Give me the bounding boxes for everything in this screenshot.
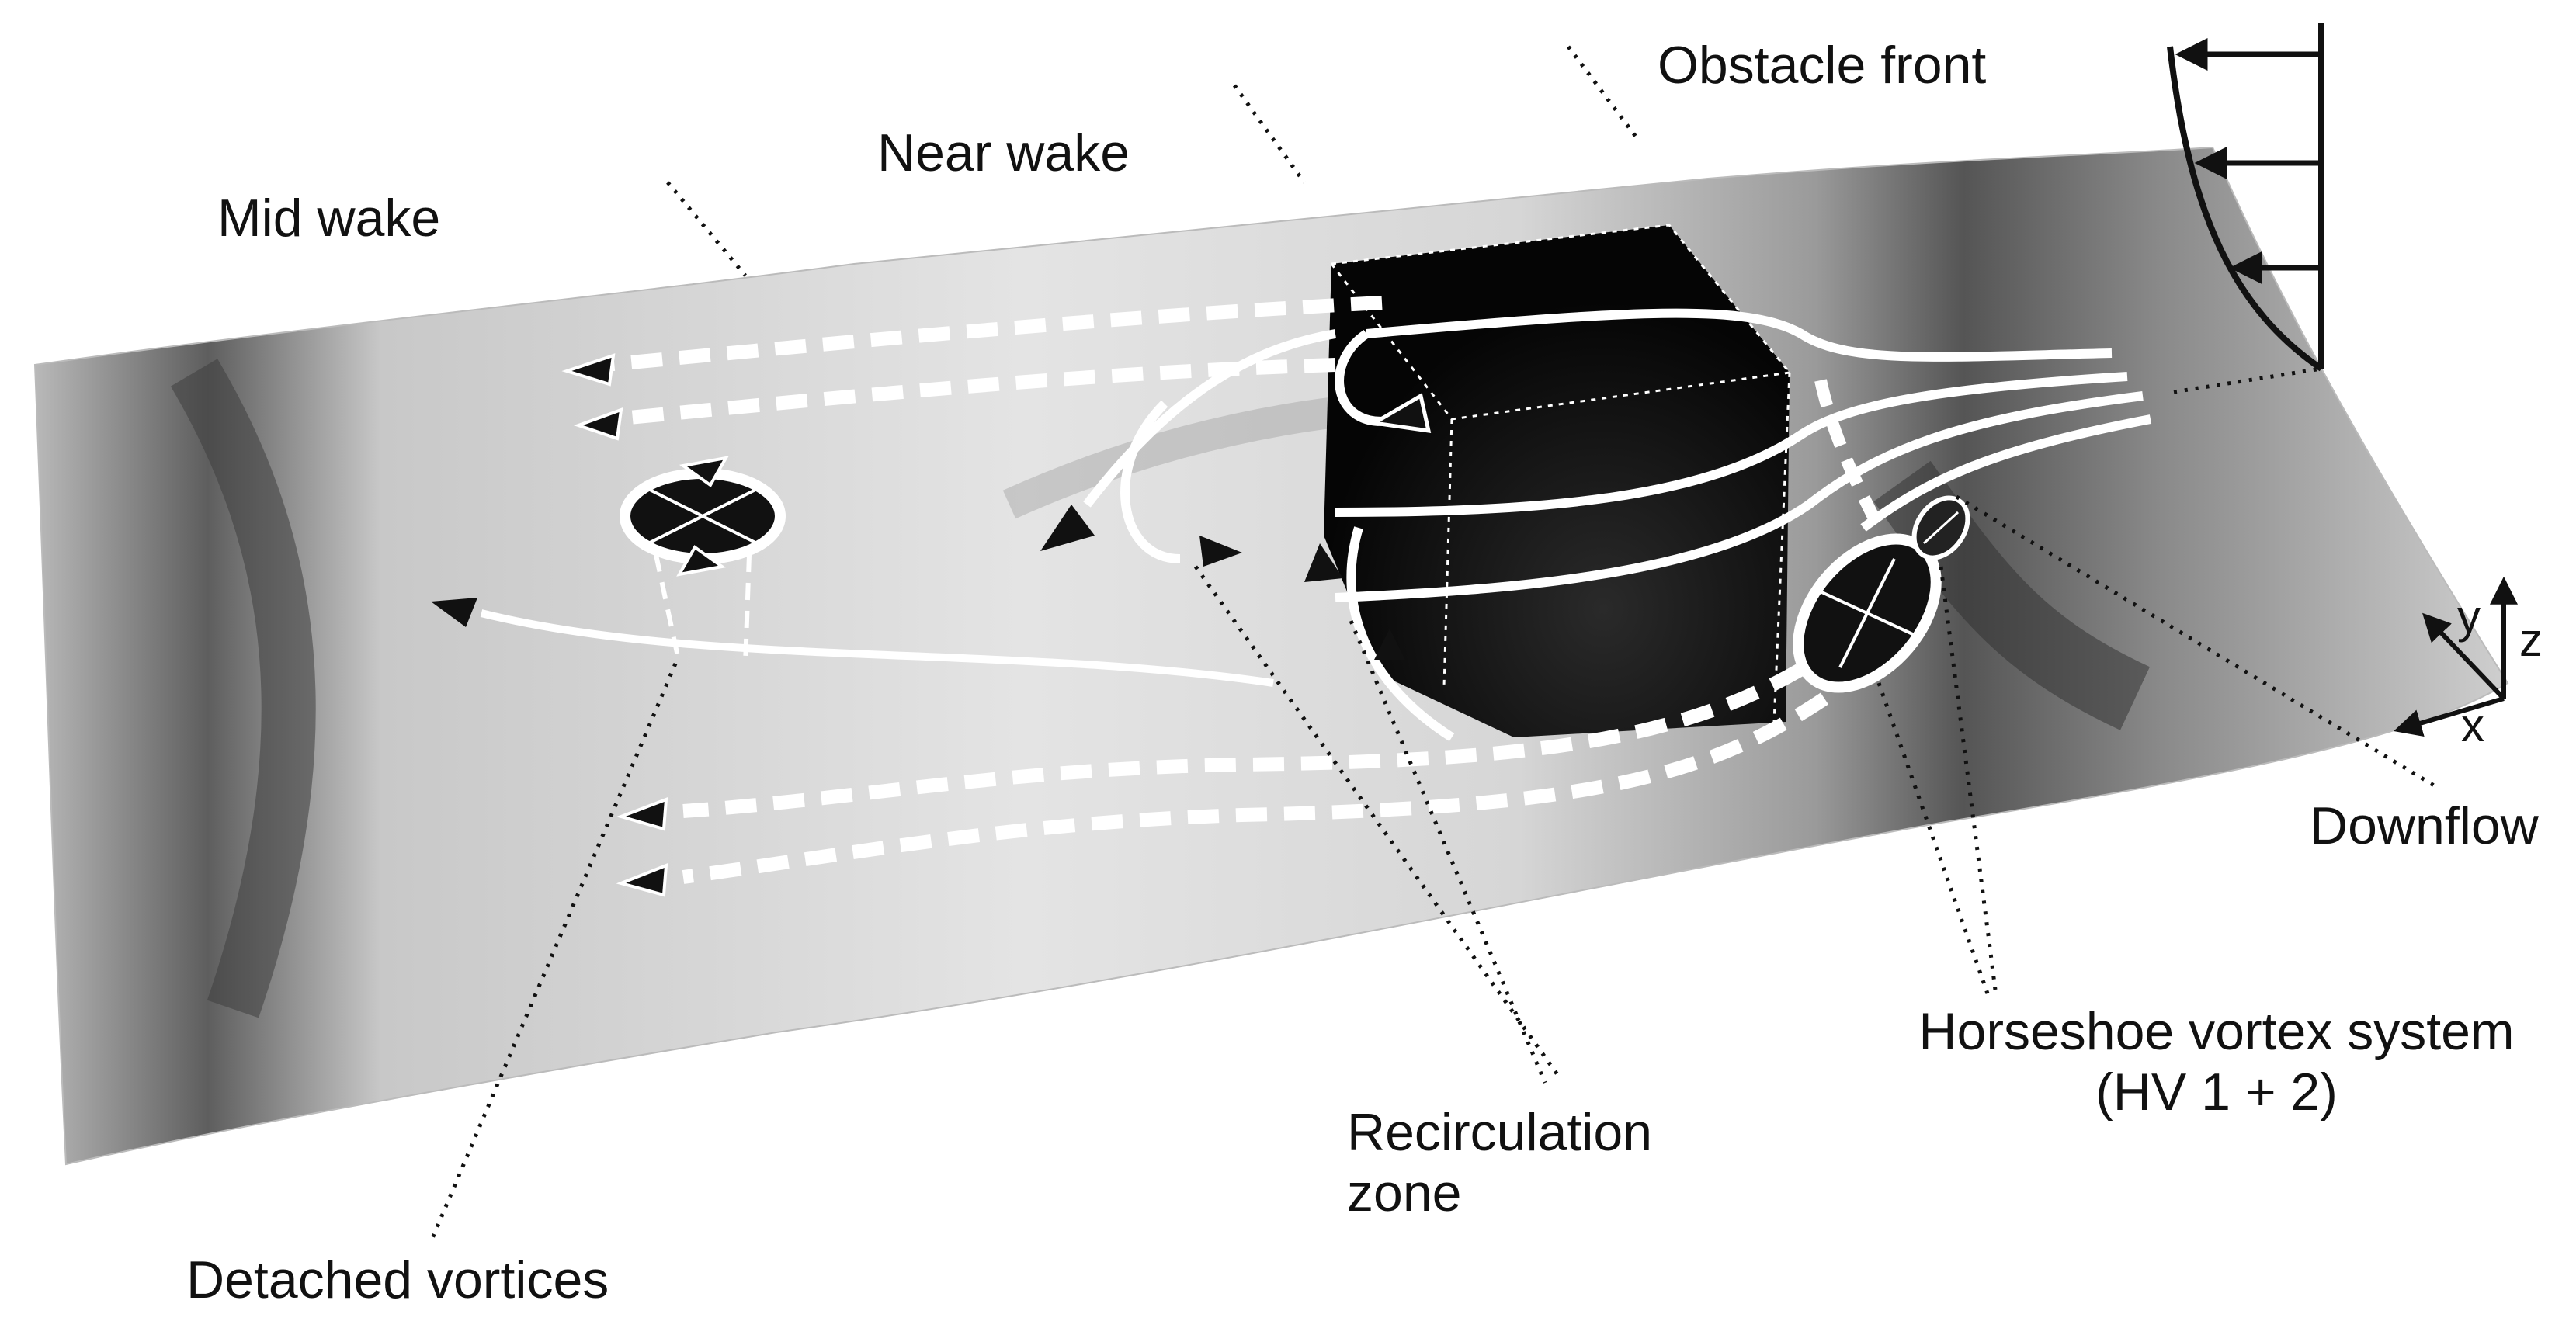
recirculation-side-line bbox=[1346, 526, 1455, 742]
detached-vortex-arrow-top bbox=[679, 456, 729, 487]
obstacle-box-front bbox=[1324, 225, 1790, 737]
arrowhead-lower-1 bbox=[616, 797, 668, 831]
recirculation-path-loop bbox=[1120, 400, 1181, 563]
leader-obstacle-front bbox=[1567, 45, 1640, 141]
velocity-profile-curve bbox=[2167, 46, 2324, 372]
leader-lines bbox=[429, 45, 2439, 1243]
label-recirculation-zone: Recirculation zone bbox=[1347, 1102, 1652, 1223]
surface-dark-band-left bbox=[170, 359, 316, 1018]
axis-y bbox=[2422, 612, 2506, 701]
leader-near-wake bbox=[1232, 84, 1307, 184]
arrowhead-upper-2 bbox=[573, 407, 623, 441]
label-detached-vortices: Detached vortices bbox=[186, 1250, 609, 1309]
streamline-wake-long bbox=[480, 609, 1274, 687]
streamline-lower-dashed-2 bbox=[682, 692, 1828, 884]
obstacle-box-edges bbox=[1331, 224, 1791, 373]
streamline-lower-dashed-1 bbox=[682, 638, 1845, 818]
detached-vortex-arrow-bottom bbox=[676, 545, 727, 577]
arrowhead-recirc-right bbox=[1199, 536, 1242, 567]
label-horseshoe-line1: Horseshoe vortex system bbox=[1918, 1002, 2515, 1061]
detached-vortex-cross-2 bbox=[647, 487, 758, 545]
streamline-upper-dashed-1 bbox=[605, 296, 1383, 372]
axis-label-z: z bbox=[2519, 614, 2543, 666]
leader-mid-wake bbox=[666, 181, 747, 277]
leader-recirc-1 bbox=[1193, 565, 1563, 1080]
streamline-incoming-2 bbox=[1335, 372, 2128, 517]
label-recirculation-line1: Recirculation bbox=[1347, 1103, 1653, 1162]
arrowhead-recirc-side-top bbox=[1304, 543, 1343, 582]
label-mid-wake: Mid wake bbox=[217, 189, 441, 248]
hv1-cross-2 bbox=[1838, 558, 1896, 668]
recirculation-curl-arrow bbox=[1368, 393, 1432, 433]
axis-label-y: y bbox=[2457, 591, 2481, 643]
arrowhead-recirc-left bbox=[1040, 505, 1095, 551]
leader-detached bbox=[429, 663, 678, 1243]
label-horseshoe-line2: (HV 1 + 2) bbox=[2095, 1063, 2338, 1122]
label-horseshoe-vortex-system: Horseshoe vortex system (HV 1 + 2) bbox=[1848, 1001, 2576, 1122]
streamline-incoming-4 bbox=[1860, 414, 2152, 532]
streamline-incoming-3 bbox=[1335, 391, 2144, 602]
detached-vortex-projection bbox=[654, 554, 752, 664]
axis-label-x: x bbox=[2461, 699, 2484, 751]
leader-downflow bbox=[1955, 494, 2439, 790]
streamline-incoming-top bbox=[1366, 308, 2113, 362]
label-recirculation-line2: zone bbox=[1347, 1163, 1462, 1223]
hv2-cross bbox=[1922, 511, 1960, 545]
leader-hv-1 bbox=[1876, 682, 1990, 994]
label-obstacle-front: Obstacle front bbox=[1658, 36, 1987, 95]
arrowhead-lower-2 bbox=[616, 862, 668, 897]
streamline-front-dashed bbox=[1814, 379, 1885, 531]
axis-x bbox=[2394, 696, 2505, 737]
obstacle-hidden-edge-right bbox=[1772, 372, 1791, 723]
label-near-wake: Near wake bbox=[877, 123, 1130, 182]
leader-recirc-2 bbox=[1349, 620, 1547, 1084]
arrowhead-wake-long bbox=[431, 598, 477, 627]
label-downflow: Downflow bbox=[2310, 796, 2539, 855]
arrowhead-upper-1 bbox=[561, 353, 616, 387]
coordinate-axes bbox=[2394, 576, 2518, 737]
arrowhead-recirc-side-bottom bbox=[1374, 629, 1405, 660]
obstacle-hidden-edge-vertical bbox=[1442, 418, 1453, 688]
recirculation-path-left bbox=[1083, 329, 1336, 508]
